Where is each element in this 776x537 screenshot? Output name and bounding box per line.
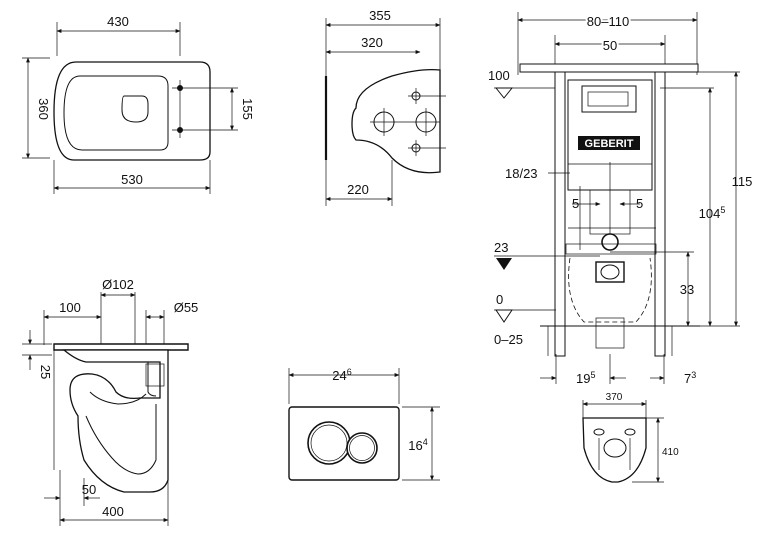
level-top-label: 100: [488, 68, 510, 83]
installation-frame-view: 80–110 50 100 GEBERIT: [488, 12, 752, 386]
pipe-height-label: 33: [680, 282, 694, 297]
pipe-diameter-label: Ø102: [102, 277, 134, 292]
top-plate: [53, 343, 189, 351]
level-zero-label: 0: [496, 292, 503, 307]
back-bottom-label: 220: [347, 182, 369, 197]
bracket-view: 370 410: [582, 392, 679, 483]
top-width-label: 430: [107, 14, 129, 29]
side-top-label: 25: [38, 365, 53, 379]
frame-inner-label: 50: [603, 38, 617, 53]
left-small-label: 5: [572, 196, 579, 211]
level-mid-label: 23: [494, 240, 508, 255]
side-view: 100 Ø102 Ø55 25 50 400: [22, 277, 198, 526]
left-upright: [554, 71, 566, 357]
plate-width-label: 246: [332, 367, 351, 383]
outlet-diameter-label: Ø55: [174, 300, 199, 315]
bracket-outline: [582, 417, 647, 483]
inner-height-label: 1045: [699, 205, 726, 221]
level-marker-mid: [496, 258, 512, 270]
side-length-label: 400: [102, 504, 124, 519]
side-outlet: [145, 363, 165, 387]
small-flush-button: [346, 432, 378, 464]
cistern-lid: [581, 85, 637, 113]
side-label: 18/23: [505, 166, 538, 181]
large-flush-button: [307, 421, 351, 465]
top-depth-label: 360: [36, 98, 51, 120]
back-width-label: 355: [369, 8, 391, 23]
bowl-opening: [121, 95, 149, 123]
bottom-left-label: 195: [576, 370, 595, 386]
side-bowl-outline: [62, 349, 169, 493]
top-length-label: 530: [121, 172, 143, 187]
button-plate-view: 246 164: [288, 367, 440, 481]
side-left-label: 100: [59, 300, 81, 315]
top-view: 430 360 155 530: [22, 14, 255, 194]
right-small-label: 5: [636, 196, 643, 211]
brand-logo: GEBERIT: [585, 138, 634, 150]
top-bar: [519, 63, 699, 73]
plate-height-label: 164: [408, 437, 427, 453]
bowl-inner: [63, 75, 169, 151]
level-marker-zero: [495, 309, 513, 323]
back-outline: [351, 68, 441, 174]
back-view: 355 320 220: [324, 8, 446, 206]
bracket-width-label: 370: [606, 392, 623, 403]
bowl-outline: [53, 61, 211, 161]
bottom-right-label: 73: [684, 370, 696, 386]
bracket-height-label: 410: [662, 447, 679, 458]
flush-pipe: [601, 233, 619, 251]
level-marker-top: [494, 87, 514, 99]
frame-width-label: 80–110: [587, 14, 629, 29]
frame-height-label: 115: [732, 174, 753, 189]
level-range-label: 0–25: [494, 332, 523, 347]
right-upright: [654, 71, 666, 357]
logo-plate: [578, 136, 640, 150]
bolt-spacing-label: 155: [240, 98, 255, 120]
side-bottom-small-label: 50: [82, 482, 96, 497]
back-inner-label: 320: [361, 35, 383, 50]
